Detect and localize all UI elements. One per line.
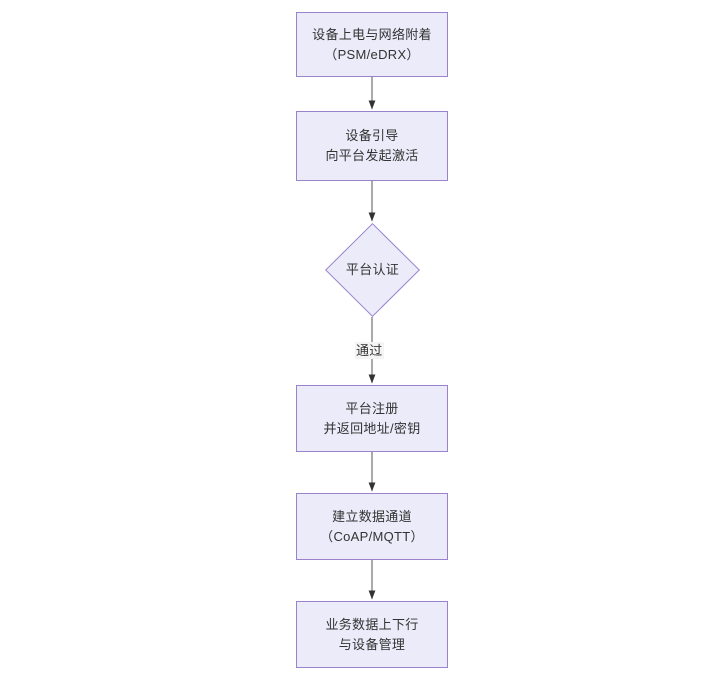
- node-device-power-on-line1: 设备上电与网络附着: [312, 26, 432, 42]
- node-device-power-on-line2: （PSM/eDRX）: [324, 46, 420, 62]
- node-device-bootstrap-line1: 设备引导: [345, 128, 399, 143]
- node-establish-data-channel[interactable]: 建立数据通道 （CoAP/MQTT）: [296, 493, 448, 560]
- node-platform-authentication-label: 平台认证: [345, 262, 400, 277]
- node-establish-data-channel-line2: （CoAP/MQTT）: [320, 528, 424, 544]
- node-establish-data-channel-line1: 建立数据通道: [332, 508, 412, 524]
- diamond-shape: [325, 223, 420, 317]
- node-platform-register-line1: 平台注册: [345, 400, 399, 416]
- node-device-bootstrap[interactable]: 设备引导 向平台发起激活: [296, 111, 448, 181]
- node-device-bootstrap-line2: 向平台发起激活: [325, 148, 419, 163]
- node-business-data-line1: 业务数据上下行: [325, 616, 419, 632]
- node-platform-authentication[interactable]: 平台认证: [325, 223, 420, 317]
- node-platform-register[interactable]: 平台注册 并返回地址/密钥: [296, 385, 448, 452]
- node-business-data-and-device-management[interactable]: 业务数据上下行 与设备管理: [296, 601, 448, 668]
- edge-label-auth-pass: 通过: [355, 342, 384, 359]
- node-platform-register-line2: 并返回地址/密钥: [323, 420, 421, 436]
- node-device-power-on[interactable]: 设备上电与网络附着 （PSM/eDRX）: [296, 12, 448, 77]
- node-business-data-line2: 与设备管理: [338, 636, 406, 652]
